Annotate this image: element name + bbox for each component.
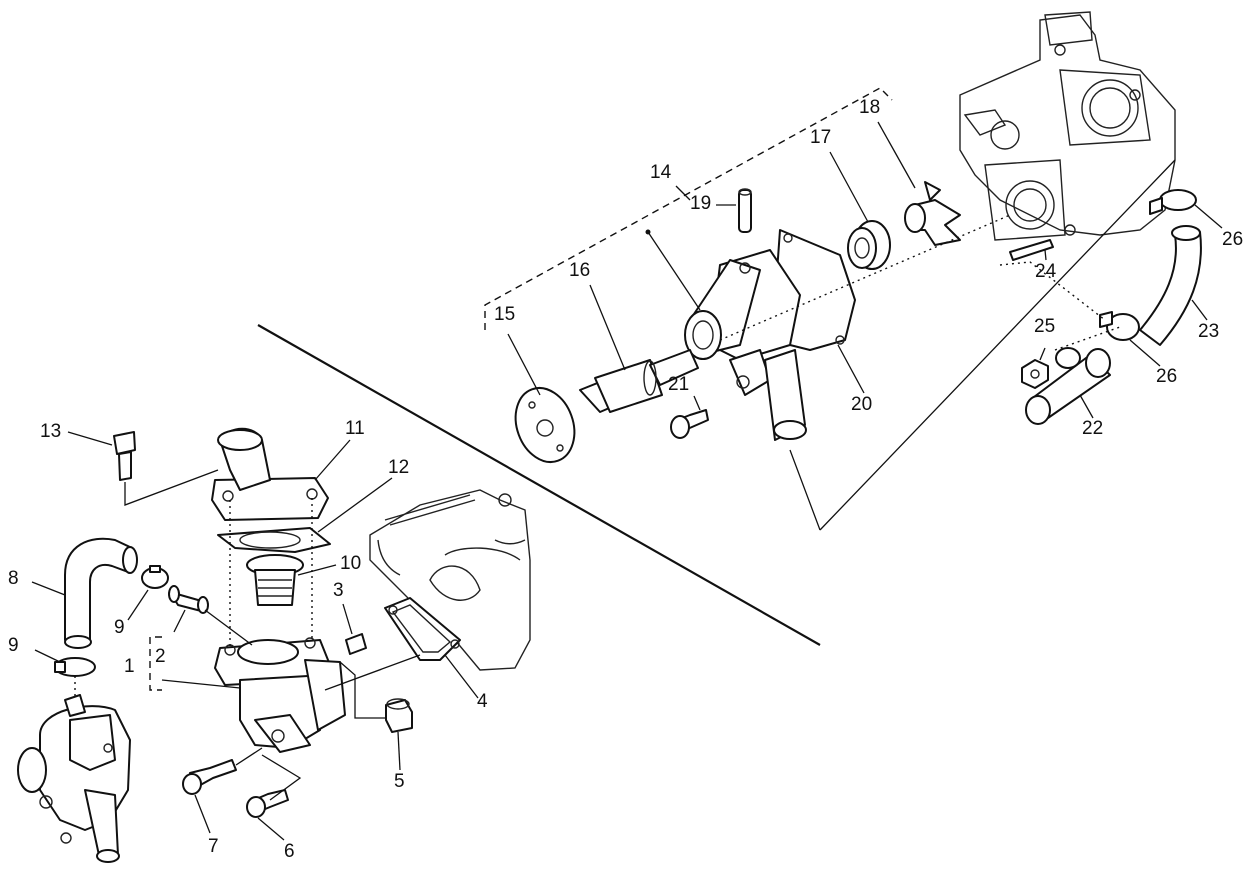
housing-gasket	[384, 597, 461, 661]
stud-24	[1009, 239, 1054, 261]
thermostat-housing	[214, 637, 346, 753]
callout-5: 5	[394, 771, 405, 792]
pump-assembly-boundary	[484, 87, 893, 330]
callout-13: 13	[40, 421, 61, 442]
callout-19: 19	[690, 193, 711, 214]
hose-clamp-9-lower	[54, 657, 96, 677]
thermostat	[246, 554, 304, 606]
bolt-7	[182, 759, 237, 795]
callout-15: 15	[494, 304, 515, 325]
hose-23	[1139, 225, 1202, 346]
callout-20: 20	[851, 394, 872, 415]
pump-flange	[514, 387, 576, 463]
callout-22: 22	[1082, 418, 1103, 439]
bolt-13	[113, 431, 136, 481]
section-divider	[257, 324, 821, 646]
thermostat-cover	[211, 427, 329, 521]
impeller	[904, 181, 961, 246]
callout-25: 25	[1034, 316, 1055, 337]
callout-9-lower: 9	[8, 635, 19, 656]
leader-lines	[31, 121, 1223, 841]
callout-26-upper: 26	[1222, 229, 1243, 250]
callout-2: 2	[155, 646, 166, 667]
callout-23: 23	[1198, 321, 1219, 342]
callout-21: 21	[668, 374, 689, 395]
callout-3: 3	[333, 580, 344, 601]
nipple-2	[168, 585, 209, 614]
callout-11: 11	[345, 418, 365, 439]
callout-14: 14	[650, 162, 672, 183]
callout-9-upper: 9	[114, 617, 125, 638]
hose-clamp-9-upper	[141, 565, 169, 589]
callout-26-lower: 26	[1156, 366, 1177, 387]
engine-block-lower	[369, 489, 531, 671]
callout-1: 1	[124, 656, 135, 677]
callout-10: 10	[340, 553, 361, 574]
dowel-pin	[738, 188, 752, 233]
bolt-21	[670, 409, 709, 439]
callout-12: 12	[388, 457, 409, 478]
callout-18: 18	[859, 97, 880, 118]
callout-4: 4	[477, 691, 488, 712]
mechanical-seal	[847, 220, 891, 270]
hose-clamp-26-lower	[1099, 311, 1140, 341]
plug-3	[345, 633, 367, 655]
callout-17: 17	[810, 127, 831, 148]
thermostat-gasket	[217, 527, 331, 553]
callout-24: 24	[1035, 261, 1057, 282]
bolt-6	[246, 789, 289, 818]
callout-7: 7	[208, 836, 219, 857]
water-pump-body	[684, 229, 856, 441]
pump-shaft-bearing	[579, 349, 699, 413]
callout-6: 6	[284, 841, 295, 862]
engine-block-upper	[959, 11, 1176, 241]
bypass-hose	[64, 537, 138, 649]
callout-16: 16	[569, 260, 590, 281]
pipe-22	[1025, 347, 1111, 425]
water-pump-lower-left	[17, 694, 131, 863]
nut-25	[1021, 359, 1049, 389]
callout-8: 8	[8, 568, 19, 589]
plug-5	[385, 698, 413, 733]
callout-labels: 1 2 3 4 5 6 7 8 9 9 10 11 12 13 14 15 16…	[8, 97, 1243, 862]
hose-clamp-26-upper	[1149, 189, 1197, 215]
